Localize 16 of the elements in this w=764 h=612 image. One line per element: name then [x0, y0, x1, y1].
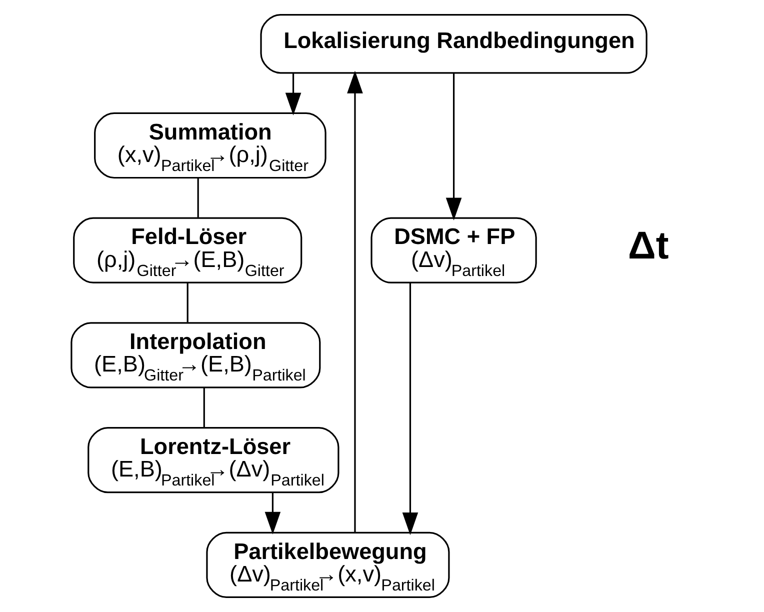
node-box: Lorentz-Löser (E,B)$_{Partikel}$→(Δv)$_{Partikel}$ [88, 427, 340, 494]
node-box: Feld-Löser (ρ,j)$_{Gitter}$→(E,B)$_{Gitter}$ [73, 217, 302, 284]
node-box: Interpolation (E,B)$_{Gitter}$→(E,B)$_{Partikel}$ [70, 322, 321, 388]
node-box: Lokalisierung Randbedingungen [260, 14, 648, 74]
arrow [264, 492, 281, 534]
node-box: Summation (x,v)$_{Partikel}$→(ρ,j)$_{Gitter}$ [94, 112, 326, 179]
connector [186, 282, 188, 322]
label: Δt [628, 224, 669, 268]
node-box: DSMC + FP (Δv)$_{Partikel}$ [370, 217, 537, 284]
arrow [402, 282, 418, 536]
arrow [446, 73, 462, 220]
connector [197, 178, 199, 218]
connector [203, 388, 205, 428]
node-box: Partikelbewegung (Δv)$_{Partikel}$→(x,v)$_{Partikel}$ [206, 532, 450, 598]
arrow [347, 70, 363, 532]
arrow [285, 73, 302, 116]
